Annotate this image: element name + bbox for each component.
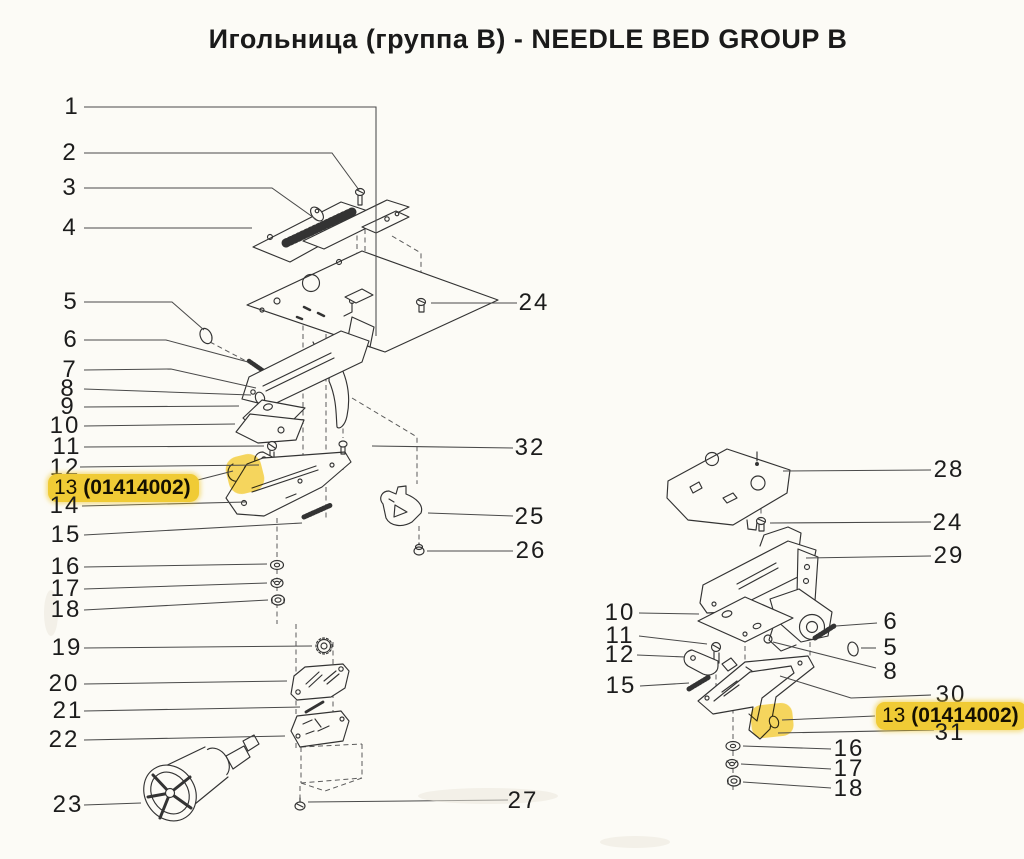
part-code: (01414002) [911,703,1019,727]
part-washers-left [269,559,286,606]
part-screw-11r [710,641,722,664]
callout-10: 10 [49,412,81,439]
part-screw-24-right [755,516,767,532]
left-assembly [143,187,499,822]
part-code: (01414002) [83,475,191,499]
part-spring-15 [301,502,334,520]
part-clamp-25 [380,485,423,527]
part-cover-plate-28 [666,448,791,531]
callout-15-right: 15 [605,672,637,699]
callout-27: 27 [507,787,539,814]
callout-13-right-highlighted: 13 (01414002) [876,701,1024,731]
callout-26: 26 [515,537,547,564]
part-pin-21 [304,700,325,714]
callout-13-highlighted: 13 (01414002) [48,473,199,503]
part-spring-6r [812,623,837,641]
callout-1: 1 [64,93,80,120]
callout-8: 8 [60,375,76,402]
callout-19: 19 [51,634,83,661]
part-knurled-nut-19 [315,637,333,655]
callout-28: 28 [933,456,965,483]
right-assembly [666,448,859,787]
callout-11-right: 11 [605,622,635,649]
part-screw-top [354,187,366,206]
callout-6-right: 6 [883,608,899,635]
part-number: 13 [882,703,906,727]
part-screw-27 [294,797,306,811]
callout-25: 25 [514,503,546,530]
callout-31: 31 [934,719,966,746]
callout-11: 11 [52,433,82,460]
highlight-part-13-left [225,453,265,495]
callout-32: 32 [514,434,546,461]
part-screw-mid [338,440,348,455]
callout-23: 23 [52,791,84,818]
callout-17-right: 17 [833,755,865,782]
callout-18: 18 [50,596,82,623]
part-slotted-plate-20 [290,663,350,701]
part-plates-9-10 [235,399,306,444]
callout-20: 20 [48,670,80,697]
part-highlights [225,453,794,739]
part-shim-5r [847,641,859,657]
callout-24: 24 [518,289,550,316]
leader-lines [79,106,935,806]
part-needle-bed-plate [246,250,499,354]
part-screw-24-left [415,297,427,313]
callout-29: 29 [933,542,965,569]
callout-24-right: 24 [932,509,964,536]
part-handle-23 [143,734,260,822]
page-title: Игольница (группа B) - NEEDLE BED GROUP … [208,24,848,54]
highlight-part-13-right [750,702,794,739]
part-bracket-strip [302,199,410,250]
callout-18-right: 18 [833,775,865,802]
callout-16-right: 16 [833,735,865,762]
part-plate-10r [697,596,794,643]
callout-14: 14 [49,492,81,519]
part-slider-bracket [241,316,375,429]
part-carriage-29 [699,526,833,652]
part-washers-right [725,740,742,787]
callout-22: 22 [48,726,80,753]
callout-8-right: 8 [883,658,899,685]
callout-10-right: 10 [604,599,636,626]
callout-2: 2 [62,139,78,166]
callout-12-right: 12 [604,641,636,668]
callout-4: 4 [62,214,78,241]
part-lever-12r [683,649,738,676]
part-spring-15r [686,674,712,692]
callout-6: 6 [63,326,79,353]
part-screw-26 [413,542,425,556]
callout-15: 15 [50,521,82,548]
part-clip-block-22 [290,710,350,748]
callout-21: 21 [52,697,84,724]
callout-16: 16 [50,553,82,580]
part-ring-8r [763,634,773,644]
callout-7: 7 [62,356,78,383]
callout-3: 3 [62,174,78,201]
callout-5: 5 [63,288,79,315]
part-number: 13 [54,475,78,499]
callout-5-right: 5 [883,634,899,661]
callout-9: 9 [60,393,76,420]
part-comb-plate [252,201,378,263]
part-pin [246,358,265,373]
callout-17: 17 [50,575,82,602]
